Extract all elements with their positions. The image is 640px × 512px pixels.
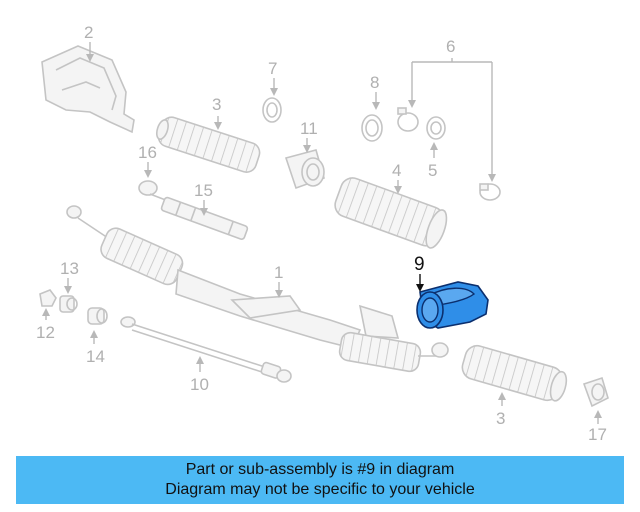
part-5-ring xyxy=(426,116,446,140)
svg-text:8: 8 xyxy=(370,73,379,92)
callout-8: 8 xyxy=(370,73,380,110)
part-1-steering-rack xyxy=(66,205,449,373)
callout-7: 7 xyxy=(268,59,278,96)
parts-diagram: 2 3 7 11 8 xyxy=(36,23,609,444)
svg-text:9: 9 xyxy=(414,254,425,275)
callout-13: 13 xyxy=(60,259,79,294)
info-banner: Part or sub-assembly is #9 in diagram Di… xyxy=(16,456,624,504)
svg-text:3: 3 xyxy=(212,95,221,114)
part-14-bushing xyxy=(87,307,108,325)
svg-text:7: 7 xyxy=(268,59,277,78)
svg-text:14: 14 xyxy=(86,347,105,366)
svg-text:6: 6 xyxy=(446,37,455,56)
banner-line-2: Diagram may not be specific to your vehi… xyxy=(165,481,475,498)
callout-14: 14 xyxy=(86,330,105,366)
part-9-highlighted-boot xyxy=(416,281,489,329)
svg-text:16: 16 xyxy=(138,143,157,162)
callout-16: 16 xyxy=(138,143,157,178)
part-15-adjuster xyxy=(160,196,249,240)
svg-text:12: 12 xyxy=(36,323,55,342)
callout-11: 11 xyxy=(300,119,318,153)
svg-text:10: 10 xyxy=(190,375,209,394)
part-10-tie-rod xyxy=(120,316,292,383)
banner-line-1: Part or sub-assembly is #9 in diagram xyxy=(185,461,455,478)
svg-text:1: 1 xyxy=(274,263,283,282)
part-3-lower-boot xyxy=(461,344,568,402)
callout-10: 10 xyxy=(190,356,209,394)
part-4-boot xyxy=(334,177,448,249)
callout-17: 17 xyxy=(588,410,607,444)
callout-12: 12 xyxy=(36,308,55,342)
svg-text:2: 2 xyxy=(84,23,93,42)
svg-text:4: 4 xyxy=(392,161,401,180)
svg-text:11: 11 xyxy=(300,119,318,138)
callout-6: 6 xyxy=(408,37,496,182)
callout-3-upper: 3 xyxy=(212,95,222,130)
part-6-clamps xyxy=(397,107,501,201)
svg-text:17: 17 xyxy=(588,425,607,444)
svg-text:3: 3 xyxy=(496,409,505,428)
part-11-mount xyxy=(284,149,325,190)
callout-1: 1 xyxy=(274,263,283,298)
callout-15: 15 xyxy=(194,181,213,216)
part-13-bushing xyxy=(59,295,78,313)
svg-text:13: 13 xyxy=(60,259,79,278)
part-17-cap xyxy=(582,376,609,408)
part-8-ring xyxy=(361,114,383,142)
callout-3-lower: 3 xyxy=(496,392,506,428)
callout-2: 2 xyxy=(84,23,94,62)
part-12-nut xyxy=(39,289,57,307)
callout-5: 5 xyxy=(428,142,438,180)
part-7-ring xyxy=(262,97,282,123)
callout-4: 4 xyxy=(392,161,402,194)
callout-9: 9 xyxy=(414,254,425,292)
svg-text:15: 15 xyxy=(194,181,213,200)
svg-text:5: 5 xyxy=(428,161,437,180)
part-2-heat-shield xyxy=(41,45,135,134)
part-3-upper-boot xyxy=(155,116,261,173)
